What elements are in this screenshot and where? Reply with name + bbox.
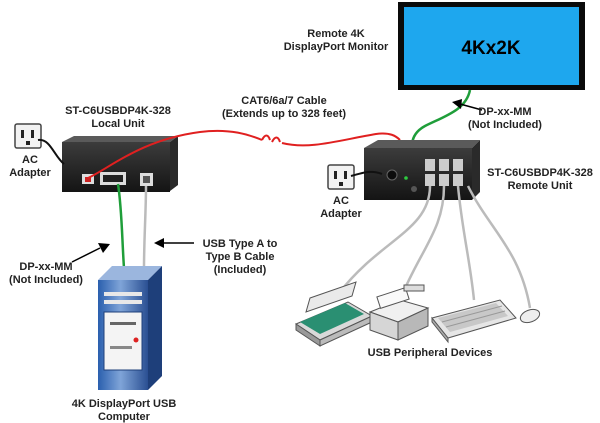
mouse-cable (466, 185, 532, 309)
local-usb-cable (142, 185, 148, 269)
remote-dp-arrow (452, 99, 483, 111)
monitor-caption-line1: Remote 4K (307, 28, 365, 40)
usb-cable-line3: (Included) (214, 264, 267, 276)
remote-ac-line2: Adapter (320, 208, 362, 220)
remote-power-cable (350, 170, 383, 177)
usb-cable-line2: Type B Cable (206, 251, 275, 263)
cat-cable-line2: (Extends up to 328 feet) (222, 108, 346, 120)
scanner-icon (294, 281, 374, 347)
monitor-screen-text: 4Kx2K (461, 38, 520, 59)
cat-cable-line1: CAT6/6a/7 Cable (241, 95, 326, 107)
local-dp-cable (116, 183, 126, 269)
local-unit-model: ST-C6USBDP4K-328 (65, 105, 171, 117)
remote-ac-line1: AC (333, 195, 349, 207)
local-dp-arrow (71, 243, 110, 263)
mouse-icon (519, 308, 541, 324)
printer-icon (368, 284, 430, 341)
printer-cable (398, 185, 446, 301)
remote-unit-model: ST-C6USBDP4K-328 (487, 167, 593, 179)
computer-label-line2: Computer (98, 411, 151, 423)
ac-outlet-icon (327, 164, 355, 190)
remote-unit-box (364, 140, 480, 200)
computer-tower-icon (98, 266, 162, 390)
local-unit-box (62, 136, 178, 192)
remote-monitor: 4Kx2K (398, 2, 585, 90)
local-dp-label-line1: DP-xx-MM (19, 261, 72, 273)
usb-cable-arrow (154, 238, 194, 248)
local-ac-line1: AC (22, 154, 38, 166)
usb-cable-line1: USB Type A to (203, 238, 278, 250)
remote-usb-ports (425, 159, 463, 186)
peripherals-label: USB Peripheral Devices (368, 347, 493, 359)
local-dp-label-line2: (Not Included) (9, 274, 83, 286)
scanner-cable (339, 185, 432, 293)
local-ac-line2: Adapter (9, 167, 51, 179)
remote-unit-label: Remote Unit (508, 180, 573, 192)
keyboard-icon (431, 299, 517, 344)
cat-cable-remote (281, 132, 401, 147)
ac-outlet-icon (14, 123, 42, 149)
cat-cable-break (261, 134, 281, 143)
remote-dp-cable (410, 89, 472, 147)
remote-dp-label-line2: (Not Included) (468, 119, 542, 131)
remote-dp-label-line1: DP-xx-MM (478, 106, 531, 118)
local-power-cable (37, 138, 65, 165)
computer-label-line1: 4K DisplayPort USB (72, 398, 177, 410)
monitor-caption-line2: DisplayPort Monitor (284, 41, 389, 53)
local-unit-label: Local Unit (91, 118, 145, 130)
keyboard-cable (456, 185, 476, 301)
cat-cable (87, 129, 263, 179)
